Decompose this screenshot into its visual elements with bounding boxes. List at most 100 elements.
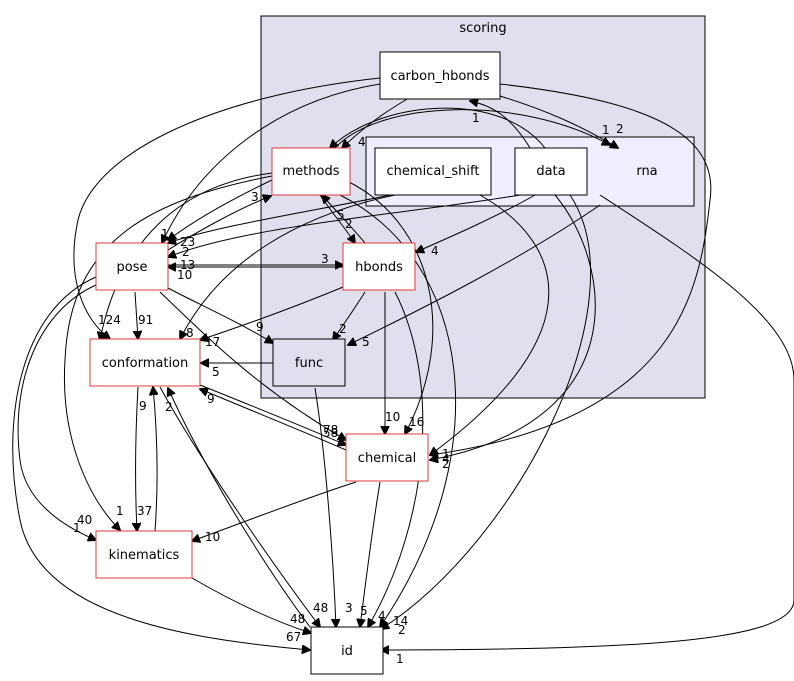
edge-carbon_hbonds-conformation (73, 77, 381, 339)
edge-pose-conformation (135, 291, 138, 339)
edge-label: 78 (323, 423, 338, 437)
nodes: carbon_hbonds methods chemical_shift dat… (89, 51, 658, 675)
edge-data-id (381, 194, 592, 629)
edge-label: 9 (139, 399, 147, 413)
node-chemical_shift-label: chemical_shift (387, 164, 480, 179)
node-chemical-box (345, 433, 429, 482)
edge-label: 4 (442, 452, 450, 466)
edge-chemical-id (360, 481, 381, 627)
node-kinematics-label: kinematics (109, 548, 180, 563)
node-conformation[interactable]: conformation (89, 338, 201, 387)
node-kinematics-box (95, 530, 193, 579)
node-kinematics[interactable]: kinematics (95, 530, 193, 579)
edge-label: 3 (345, 601, 353, 615)
node-func-box (272, 338, 346, 387)
edge-label: 40 (77, 513, 92, 527)
node-pose-box (95, 242, 169, 291)
edge-label: 10 (205, 530, 220, 544)
edge-label: 1 (161, 227, 169, 241)
edge-rna-func (348, 204, 601, 345)
edge-methods-id (339, 194, 456, 627)
edge-pose-kinematics (17, 284, 96, 540)
edge-id-conformation (168, 388, 311, 628)
node-func-label: func (295, 356, 323, 371)
edge-label: 14 (393, 614, 408, 628)
edge-func-id (314, 387, 336, 627)
edge-kinematics-conformation (153, 387, 157, 532)
node-hbonds-box (342, 242, 416, 291)
edge-label: 9 (256, 320, 264, 334)
edge-carbon_hbonds-chemical (430, 83, 712, 455)
edge-conformation-chemical (199, 384, 346, 445)
edge-hbonds-methods (322, 195, 366, 244)
edge-label: 58 (323, 426, 338, 440)
edge-label: 1 (472, 111, 480, 125)
edge-data-chemical (430, 194, 596, 460)
edge-label: 4 (358, 135, 366, 149)
edges (12, 77, 794, 650)
edge-chemical_shift-chemical (430, 194, 550, 455)
node-conformation-box (89, 338, 201, 387)
edge-carbon_hbonds-methods (342, 97, 410, 148)
edge-label: 4 (378, 609, 386, 623)
node-chemical_shift-box (374, 147, 492, 196)
edge-pose-id (12, 276, 310, 650)
edge-label: 4 (431, 244, 439, 258)
edge-data-methods (330, 107, 546, 148)
edge-label: 5 (360, 604, 368, 618)
edge-data-carbon_hbonds (470, 101, 531, 149)
node-hbonds[interactable]: hbonds (342, 242, 416, 291)
edge-conformation-id (159, 386, 320, 627)
edge-label: 2 (339, 322, 347, 336)
edge-hbonds-func (333, 291, 366, 340)
edge-labels: 1 2 1 4 3 1 23 2 13 10 3 5 2 4 124 91 8 … (73, 111, 624, 666)
node-carbon_hbonds-label: carbon_hbonds (390, 69, 489, 84)
edge-data-hbonds (416, 194, 536, 252)
edge-label: 1 (442, 447, 450, 461)
node-pose[interactable]: pose (95, 242, 169, 291)
edge-pose-methods (167, 196, 271, 251)
node-methods-label: methods (283, 164, 340, 179)
edge-label: 16 (409, 415, 424, 429)
node-chemical[interactable]: chemical (345, 433, 429, 482)
node-id-box (310, 626, 384, 675)
edge-label: 1 (116, 504, 124, 518)
node-data-label: data (536, 164, 565, 179)
edge-label: 1 (602, 123, 610, 137)
node-carbon_hbonds[interactable]: carbon_hbonds (379, 51, 501, 100)
edge-label: 3 (321, 252, 329, 266)
edge-data-pose (168, 194, 521, 257)
edge-label: 48 (313, 601, 328, 615)
edge-label: 37 (137, 504, 152, 518)
node-data[interactable]: data (514, 147, 588, 196)
node-chemical_shift[interactable]: chemical_shift (374, 147, 492, 196)
edge-chemical_shift-pose (168, 194, 391, 243)
edge-methods-rna (334, 109, 610, 149)
edge-label: 2 (398, 623, 406, 637)
cluster-scoring-label: scoring (459, 21, 506, 36)
edge-label: 5 (362, 335, 370, 349)
node-rna[interactable]: rna (636, 164, 657, 179)
edge-pose-func (167, 287, 273, 343)
edge-methods-kinematics (63, 175, 273, 530)
node-func[interactable]: func (272, 338, 346, 387)
edge-label: 3 (251, 190, 259, 204)
edge-methods-conformation (100, 172, 273, 340)
node-rna-label: rna (636, 164, 657, 179)
edge-hbonds-conformation (200, 284, 349, 340)
edge-label: 10 (177, 268, 192, 282)
edge-label: 17 (205, 335, 220, 349)
edge-chemical-kinematics (192, 481, 357, 541)
node-methods[interactable]: methods (271, 147, 351, 196)
node-chemical-label: chemical (358, 451, 416, 466)
node-methods-box (271, 147, 351, 196)
node-id-label: id (341, 644, 353, 659)
edge-label: 1 (73, 521, 81, 535)
edge-label: 2 (182, 245, 190, 259)
edge-label: 67 (286, 630, 301, 644)
node-id[interactable]: id (310, 626, 384, 675)
edge-label: 5 (337, 208, 345, 222)
edge-label: 10 (385, 410, 400, 424)
edge-label: 2 (442, 457, 450, 471)
